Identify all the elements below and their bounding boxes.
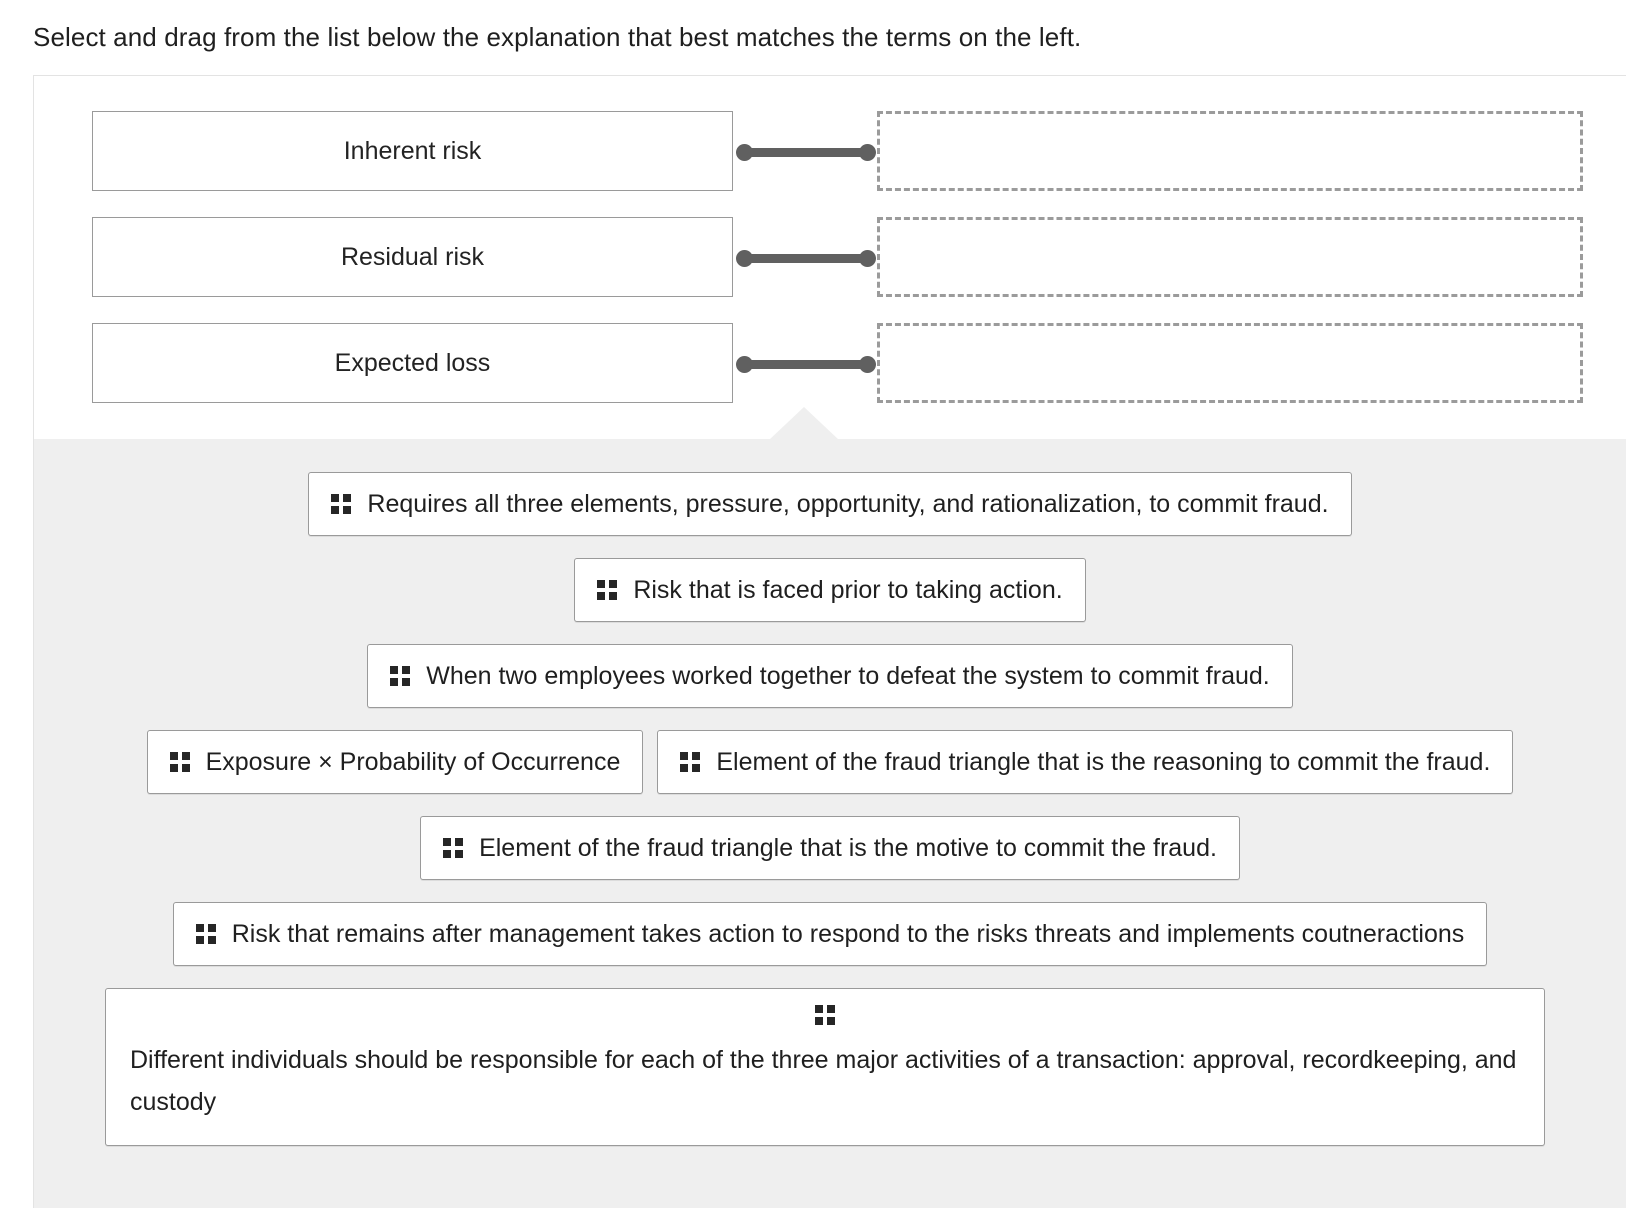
drag-handle-icon[interactable] xyxy=(195,924,216,944)
draggable-option-6[interactable]: Risk that remains after management takes… xyxy=(172,902,1488,966)
drag-handle-icon[interactable] xyxy=(390,666,411,686)
match-row: Expected loss xyxy=(34,323,1626,403)
option-label: When two employees worked together to de… xyxy=(426,662,1270,690)
connector-bar xyxy=(742,254,870,263)
options-panel: Requires all three elements, pressure, o… xyxy=(34,407,1626,1208)
match-row: Inherent risk xyxy=(34,111,1626,191)
connector-bar xyxy=(742,148,870,157)
connector-link-icon xyxy=(736,356,876,373)
draggable-option-3[interactable]: Exposure × Probability of Occurrence xyxy=(146,730,644,794)
connector-link-icon xyxy=(736,250,876,267)
drop-zone-residual-risk[interactable] xyxy=(877,217,1583,297)
match-row: Residual risk xyxy=(34,217,1626,297)
connector-bar xyxy=(742,360,870,369)
option-label: Risk that remains after management takes… xyxy=(231,920,1465,948)
option-label: Requires all three elements, pressure, o… xyxy=(367,490,1329,518)
drag-handle-icon[interactable] xyxy=(597,580,618,600)
option-label: Element of the fraud triangle that is th… xyxy=(479,834,1217,862)
drag-handle-icon[interactable] xyxy=(680,752,701,772)
option-row: Element of the fraud triangle that is th… xyxy=(34,816,1626,880)
page-title: Select and drag from the list below the … xyxy=(33,22,1082,52)
panel-notch-triangle xyxy=(769,407,839,440)
drag-handle-icon[interactable] xyxy=(815,1005,835,1025)
draggable-option-5[interactable]: Element of the fraud triangle that is th… xyxy=(420,816,1240,880)
matching-area: Inherent risk Residual risk xyxy=(34,76,1626,439)
draggable-option-2[interactable]: When two employees worked together to de… xyxy=(367,644,1293,708)
drag-handle-wrapper xyxy=(130,1005,1520,1025)
drag-handle-icon[interactable] xyxy=(169,752,190,772)
drag-handle-icon[interactable] xyxy=(331,494,352,514)
drop-zone-expected-loss[interactable] xyxy=(877,323,1583,403)
connector-knob-right xyxy=(859,250,876,267)
term-box-residual-risk[interactable]: Residual risk xyxy=(92,217,733,297)
term-label: Residual risk xyxy=(340,242,485,271)
term-label: Expected loss xyxy=(334,348,491,377)
term-box-inherent-risk[interactable]: Inherent risk xyxy=(92,111,733,191)
option-row: Requires all three elements, pressure, o… xyxy=(34,472,1626,536)
connector-knob-right xyxy=(859,356,876,373)
connector-link-icon xyxy=(736,144,876,161)
option-label: Different individuals should be responsi… xyxy=(130,1046,1517,1116)
option-row: Risk that is faced prior to taking actio… xyxy=(34,558,1626,622)
option-row: Risk that remains after management takes… xyxy=(34,902,1626,966)
connector-knob-right xyxy=(859,144,876,161)
draggable-option-0[interactable]: Requires all three elements, pressure, o… xyxy=(308,472,1352,536)
option-row: Different individuals should be responsi… xyxy=(34,988,1626,1146)
option-row: When two employees worked together to de… xyxy=(34,644,1626,708)
option-label: Element of the fraud triangle that is th… xyxy=(716,748,1491,776)
option-row: Exposure × Probability of Occurrence Ele… xyxy=(34,730,1626,794)
draggable-option-7[interactable]: Different individuals should be responsi… xyxy=(105,988,1545,1146)
term-label: Inherent risk xyxy=(343,136,482,165)
option-label: Risk that is faced prior to taking actio… xyxy=(633,576,1063,604)
term-box-expected-loss[interactable]: Expected loss xyxy=(92,323,733,403)
drop-zone-inherent-risk[interactable] xyxy=(877,111,1583,191)
exercise-card: Inherent risk Residual risk xyxy=(33,75,1626,1208)
draggable-option-4[interactable]: Element of the fraud triangle that is th… xyxy=(657,730,1514,794)
draggable-option-1[interactable]: Risk that is faced prior to taking actio… xyxy=(574,558,1086,622)
option-label: Exposure × Probability of Occurrence xyxy=(205,748,621,776)
drag-handle-icon[interactable] xyxy=(443,838,464,858)
